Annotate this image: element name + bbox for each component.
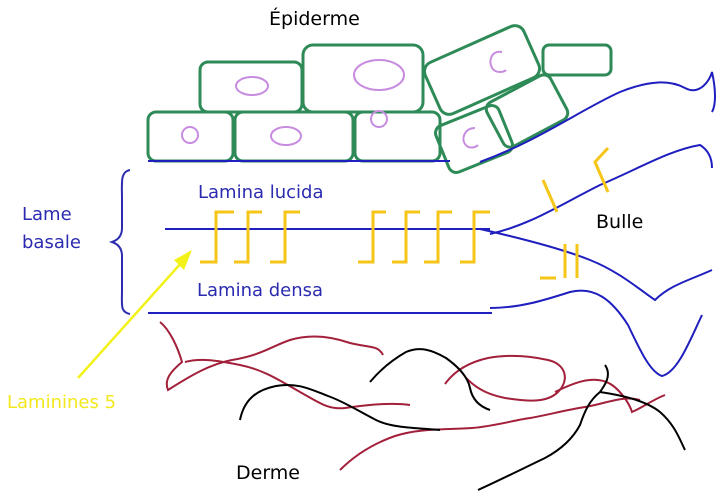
cell bbox=[198, 60, 304, 114]
cell bbox=[541, 43, 613, 77]
cell bbox=[353, 110, 442, 163]
bulle-lower-edge bbox=[479, 228, 713, 302]
epidermis-cells bbox=[146, 24, 613, 175]
laminin-anchor bbox=[200, 210, 234, 264]
lame-basale-brace bbox=[108, 169, 131, 315]
nucleus bbox=[181, 126, 199, 144]
fiber bbox=[477, 364, 609, 491]
nucleus bbox=[270, 126, 302, 146]
fiber bbox=[444, 354, 566, 402]
cell bbox=[301, 43, 425, 114]
fiber bbox=[184, 358, 411, 410]
laminin-broken bbox=[593, 146, 610, 193]
bulle-label: Bulle bbox=[596, 211, 644, 233]
nucleus bbox=[370, 110, 388, 128]
fiber bbox=[599, 391, 686, 451]
nucleus bbox=[462, 127, 479, 149]
bulle-upper-edge bbox=[479, 71, 716, 163]
laminin-anchors bbox=[200, 146, 610, 280]
lamina-lucida-label: Lamina lucida bbox=[198, 182, 324, 203]
lame-basale-label-line2: basale bbox=[22, 232, 81, 253]
bulle-middle-edge bbox=[489, 143, 713, 235]
laminin-anchor bbox=[270, 210, 300, 264]
nucleus bbox=[489, 50, 507, 73]
laminin-anchor bbox=[460, 210, 490, 264]
lame-basale-label-line1: Lame bbox=[22, 204, 72, 225]
dermis-fibers-black bbox=[239, 348, 686, 491]
nuclei bbox=[181, 50, 507, 149]
cell bbox=[484, 73, 570, 149]
cell bbox=[233, 110, 355, 163]
laminin-broken bbox=[541, 179, 559, 213]
cell bbox=[146, 110, 235, 163]
laminin-anchor bbox=[358, 210, 386, 264]
fiber bbox=[239, 384, 441, 431]
cell bbox=[434, 103, 514, 175]
bulle-bottom-edge bbox=[489, 289, 703, 378]
fiber bbox=[159, 321, 384, 392]
fiber bbox=[369, 348, 491, 411]
laminines-label: Laminines 5 bbox=[7, 392, 117, 413]
laminin-anchor bbox=[234, 210, 262, 264]
laminines-arrow bbox=[77, 250, 192, 379]
laminin-anchor bbox=[392, 210, 420, 264]
epiderme-label: Épiderme bbox=[269, 8, 360, 30]
laminin-anchor bbox=[424, 210, 452, 264]
dermis-fibers-red bbox=[159, 321, 666, 471]
laminin-broken bbox=[540, 244, 579, 280]
nucleus bbox=[353, 59, 405, 91]
cell bbox=[422, 24, 542, 116]
nucleus bbox=[235, 76, 269, 96]
basement-membrane bbox=[148, 71, 716, 378]
fiber bbox=[554, 378, 666, 414]
lamina-densa-label: Lamina densa bbox=[197, 280, 324, 301]
derme-label: Derme bbox=[236, 462, 300, 484]
